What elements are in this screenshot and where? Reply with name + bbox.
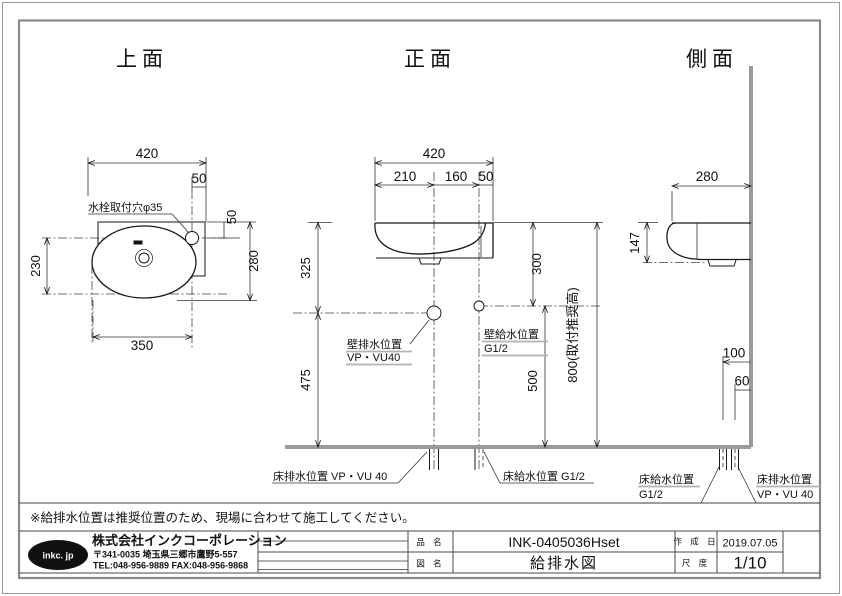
faucet-label: 水栓取付穴φ35 (88, 200, 162, 214)
side-floor-drain-label-group: 床排水位置 VP・VU 40 (737, 466, 820, 504)
overflow-slot (133, 240, 143, 245)
wall-drain-point (426, 305, 442, 321)
side-floor-supply-label-line1: 床給水位置 (639, 472, 694, 486)
dim-front-325: 325 (298, 257, 313, 279)
date-value: 2019.07.05 (722, 538, 777, 550)
wall-supply-label-line1: 壁給水位置 (484, 327, 539, 341)
wall-supply-label-line2: G1/2 (484, 343, 508, 355)
dim-front-475: 475 (298, 369, 313, 391)
company-telfax: TEL:048-956-9889 FAX:048-956-9868 (93, 561, 248, 571)
faucet-label-group: 水栓取付穴φ35 (88, 200, 190, 234)
wall-supply-label-group: 壁給水位置 G1/2 (482, 327, 548, 357)
dim-top-350: 350 (131, 338, 154, 353)
side-view-basin (643, 222, 751, 267)
product-name-label: 品 名 (416, 537, 444, 547)
dim-front-800: 800(取付推奨高) (565, 287, 580, 382)
front-view-centerlines (293, 172, 601, 470)
front-view-title: 正面 (404, 48, 456, 71)
company-logo (28, 540, 88, 570)
dim-front-500: 500 (525, 370, 540, 392)
side-view-dimensions: 280 147 100 60 (627, 169, 753, 420)
dim-front-300: 300 (529, 253, 544, 275)
date-label: 作 成 日 (673, 537, 718, 547)
drawing-name-label: 図 名 (416, 559, 444, 569)
top-view-dimensions: 420 50 50 230 280 350 (28, 146, 261, 353)
side-floor-drain-label-line1: 床排水位置 (757, 472, 812, 486)
dim-top-420: 420 (136, 146, 159, 161)
dim-side-147: 147 (627, 232, 642, 254)
drain-inner (138, 252, 150, 264)
dim-top-50-depth: 50 (224, 210, 239, 224)
side-floor-supply-label-group: 床給水位置 G1/2 (638, 466, 720, 504)
dim-front-160: 160 (445, 169, 468, 184)
wall-supply-point (473, 300, 485, 312)
dim-side-60: 60 (734, 374, 749, 389)
drain-outer (135, 249, 153, 267)
front-view-dimensions: 420 210 160 50 325 475 300 500 800(取付推奨高… (298, 146, 603, 449)
dim-side-100: 100 (723, 346, 746, 361)
front-floor-pipes (429, 449, 484, 470)
wall-drain-label-line2: VP・VU40 (347, 352, 400, 364)
front-view: 正面 (272, 48, 751, 484)
dim-top-230: 230 (28, 255, 43, 277)
side-view: 側面 280 147 100 60 (627, 48, 820, 504)
company-logo-text: inkc. jp (42, 551, 74, 561)
installation-note: ※給排水位置は推奨位置のため、現場に合わせて施工してください。 (30, 510, 415, 525)
company-address: 〒341-0035 埼玉県三郷市鷹野5-557 (93, 549, 238, 560)
dim-top-50-right: 50 (191, 171, 206, 186)
scale-label: 尺 度 (682, 558, 710, 568)
side-floor-supply-label-line2: G1/2 (639, 489, 663, 501)
top-view-title: 上面 (116, 48, 168, 71)
wall-drain-label-group: 壁排水位置 VP・VU40 (346, 319, 430, 366)
dim-front-420: 420 (423, 146, 446, 161)
front-floor-drain-label: 床排水位置 VP・VU 40 (273, 469, 387, 483)
faucet-hole (185, 231, 199, 245)
dim-front-210: 210 (394, 169, 417, 184)
dim-top-280: 280 (246, 250, 261, 272)
wall-drain-label-line1: 壁排水位置 (347, 337, 402, 351)
side-floor-pipes (719, 449, 739, 470)
front-floor-supply-label-group: 床給水位置 G1/2 (483, 451, 594, 484)
side-floor-drain-label-line2: VP・VU 40 (757, 489, 813, 501)
title-block: inkc. jp 株式会社インクコーポレーション 〒341-0035 埼玉県三郷… (28, 533, 778, 573)
company-name: 株式会社インクコーポレーション (92, 533, 287, 548)
top-view: 上面 420 50 50 2 (28, 48, 261, 353)
side-view-title: 側面 (686, 48, 738, 71)
drawing-name-value: 給排水図 (530, 555, 598, 572)
front-view-basin (374, 222, 494, 265)
front-floor-drain-label-group: 床排水位置 VP・VU 40 (272, 451, 428, 484)
dim-front-50: 50 (478, 169, 493, 184)
front-floor-supply-label: 床給水位置 G1/2 (503, 469, 585, 483)
dim-side-280: 280 (696, 169, 719, 184)
scale-value: 1/10 (733, 554, 766, 573)
product-name-value: INK-0405036Hset (508, 534, 619, 550)
